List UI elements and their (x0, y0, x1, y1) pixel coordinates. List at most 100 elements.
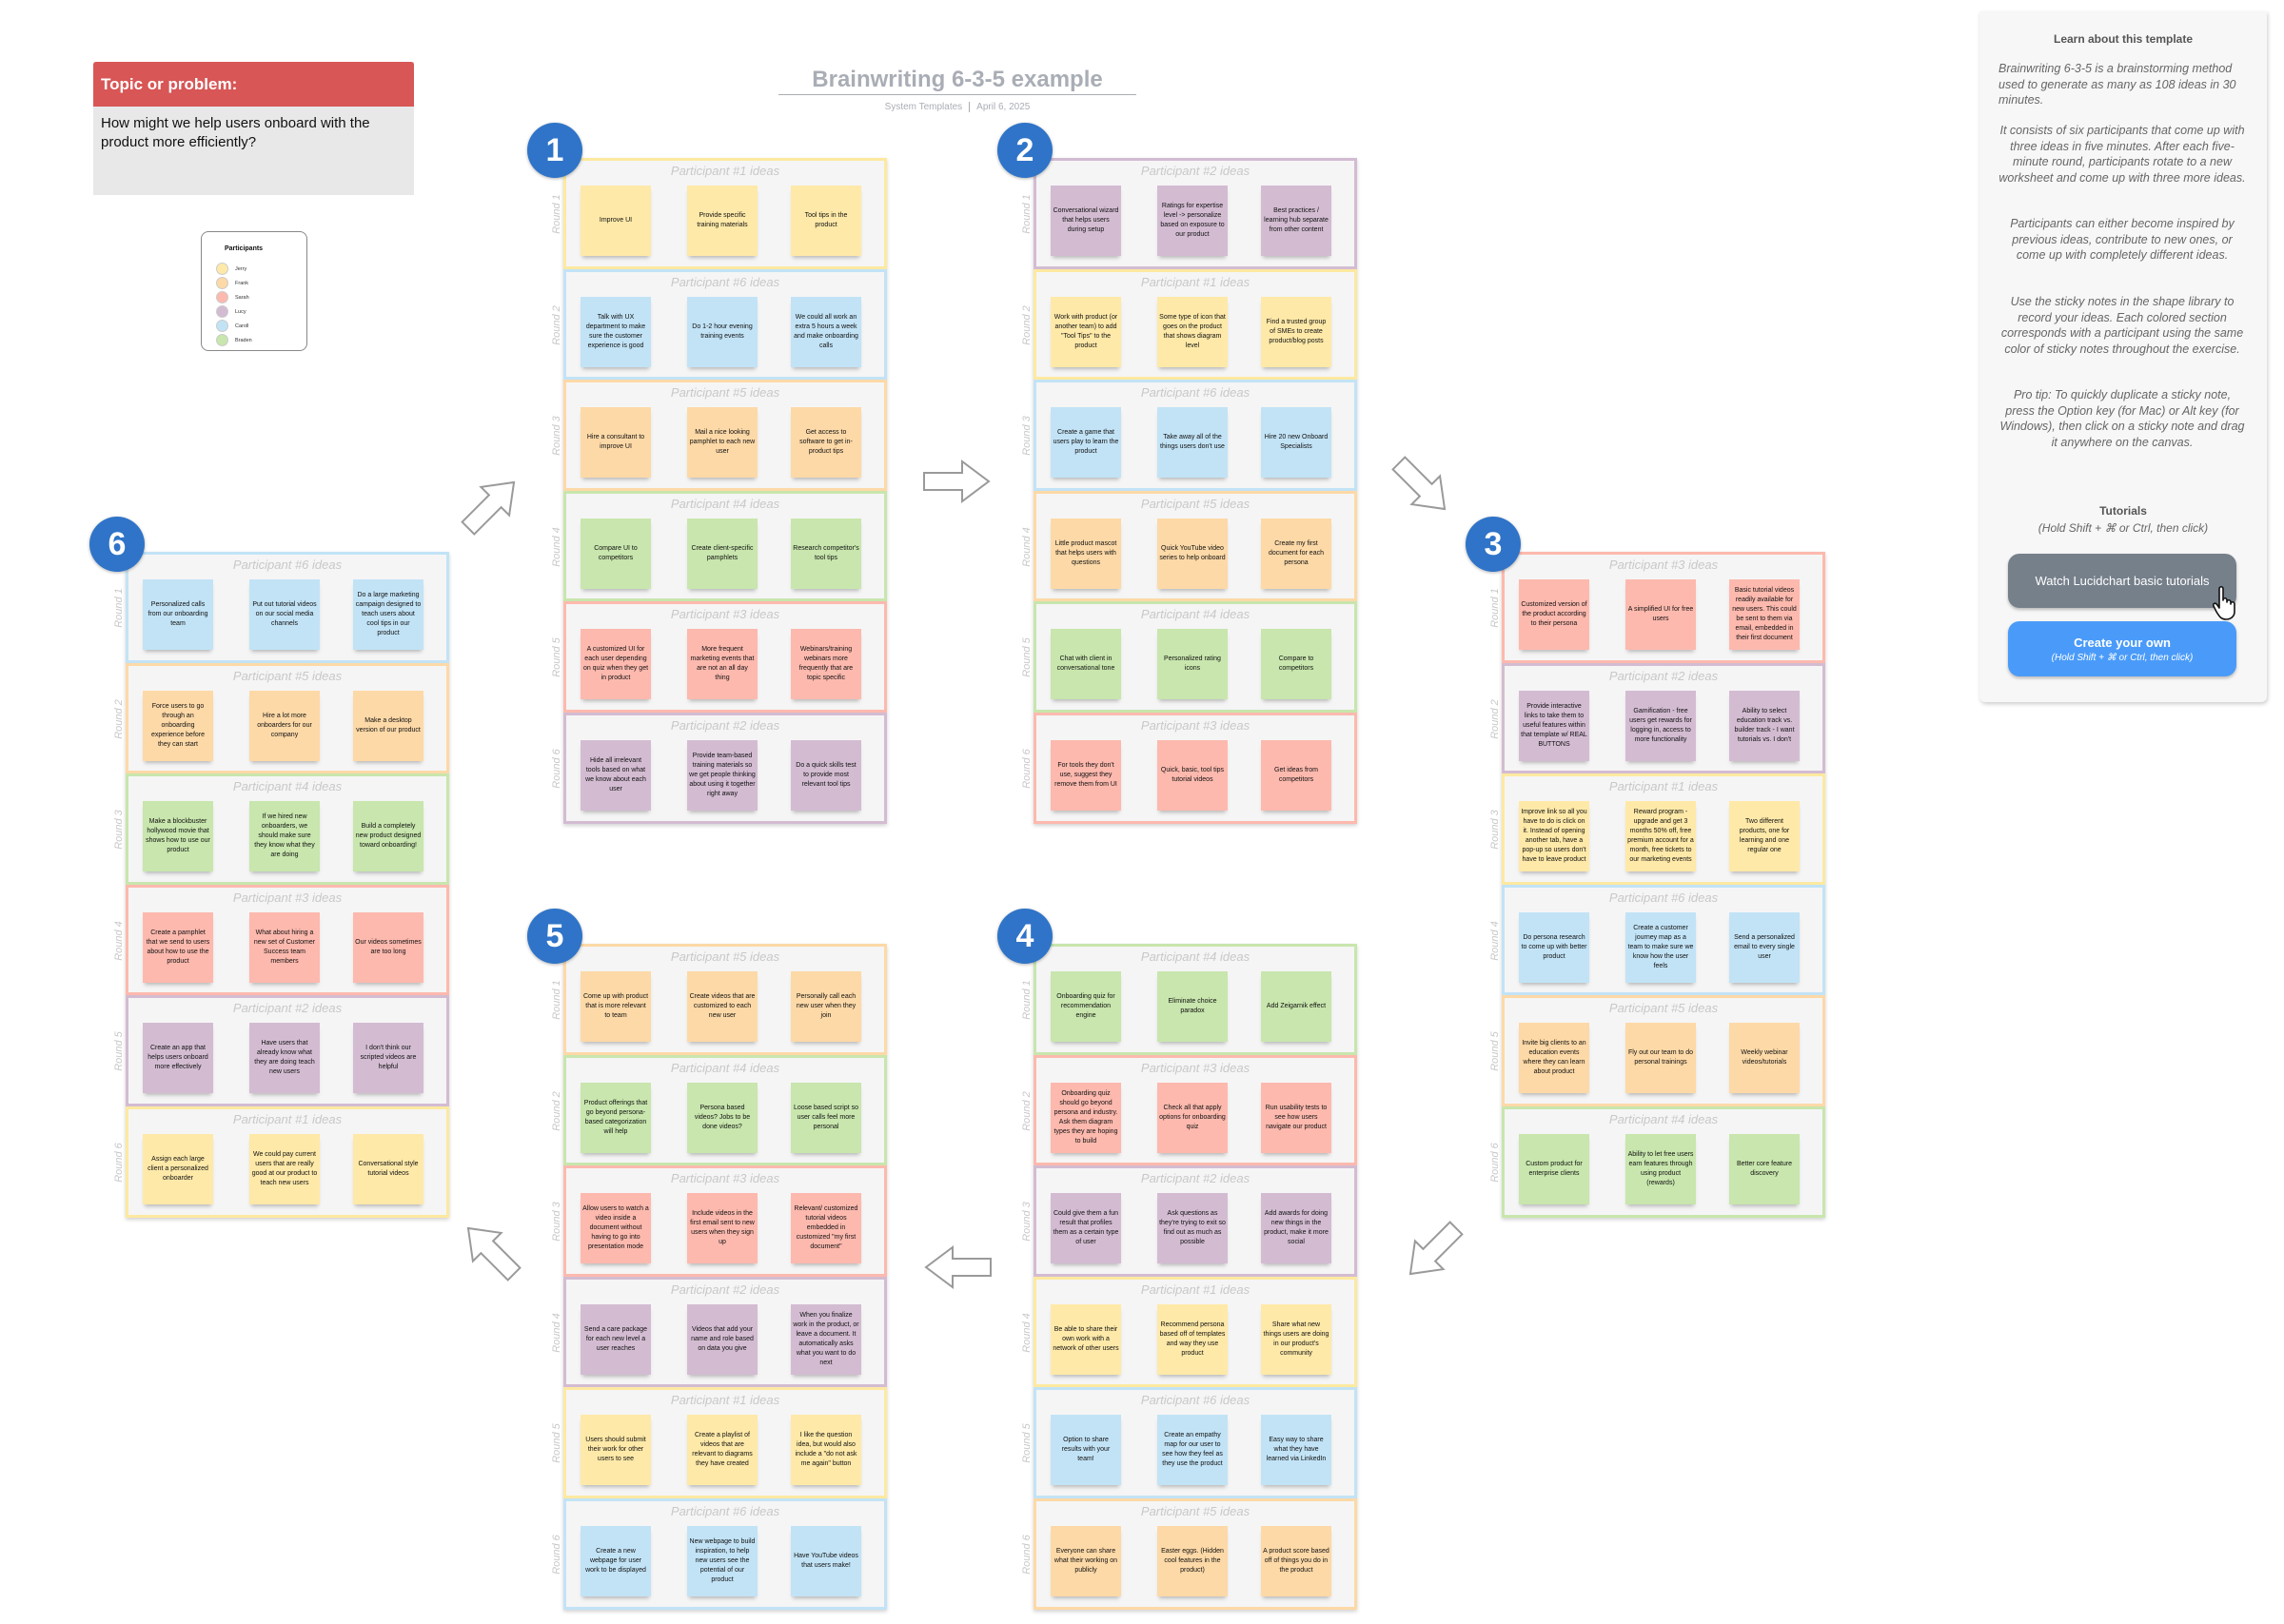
sticky-note[interactable]: Personalized rating icons (1157, 629, 1228, 700)
sticky-note[interactable]: Loose based script so user calls feel mo… (791, 1082, 861, 1153)
sticky-note[interactable]: Gamification - free users get rewards fo… (1625, 690, 1696, 761)
sticky-note[interactable]: A product score based off of things you … (1261, 1526, 1331, 1596)
sticky-note[interactable]: Build a completely new product designed … (353, 801, 423, 872)
sticky-note[interactable]: Persona based videos? Jobs to be done vi… (687, 1082, 758, 1153)
sticky-note[interactable]: Improve link so all you have to do is cl… (1519, 801, 1589, 872)
sticky-note[interactable]: Send a care package for each new level a… (581, 1303, 651, 1375)
sticky-note[interactable]: Mail a nice looking pamphlet to each new… (687, 407, 758, 479)
sticky-note[interactable]: A customized UI for each user depending … (581, 629, 651, 700)
sticky-note[interactable]: Take away all of the things users don't … (1157, 407, 1228, 479)
sticky-note[interactable]: Quick, basic, tool tips tutorial videos (1157, 740, 1228, 811)
sticky-note[interactable]: Ask questions as they're trying to exit … (1157, 1193, 1228, 1264)
sticky-note[interactable]: Hire 20 new Onboard Specialists (1261, 407, 1331, 479)
sticky-note[interactable]: Easy way to share what they have learned… (1261, 1415, 1331, 1486)
sticky-note[interactable]: Invite big clients to an education event… (1519, 1023, 1589, 1094)
sticky-note[interactable]: Conversational wizard that helps users d… (1051, 186, 1121, 256)
sticky-note[interactable]: Could give them a fun result that profil… (1051, 1193, 1121, 1264)
sticky-note[interactable]: Allow users to watch a video inside a do… (581, 1193, 651, 1264)
sticky-note[interactable]: What about hiring a new set of Customer … (249, 911, 320, 983)
sticky-note[interactable]: Create my first document for each person… (1261, 518, 1331, 589)
sticky-note[interactable]: Add awards for doing new things in the p… (1261, 1193, 1331, 1264)
sticky-note[interactable]: Have YouTube videos that users make! (791, 1526, 861, 1596)
sticky-note[interactable]: When you finalize work in the product, o… (791, 1303, 861, 1375)
sticky-note[interactable]: Better core feature discovery (1729, 1134, 1800, 1204)
sticky-note[interactable]: Do persona research to come up with bett… (1519, 911, 1589, 983)
sticky-note[interactable]: Recommend persona based off of templates… (1157, 1303, 1228, 1375)
sticky-note[interactable]: Hide all irrelevant tools based on what … (581, 740, 651, 811)
sticky-note[interactable]: Eliminate choice paradox (1157, 971, 1228, 1042)
sticky-note[interactable]: Some type of icon that goes on the produ… (1157, 296, 1228, 367)
sticky-note[interactable]: Custom product for enterprise clients (1519, 1134, 1589, 1204)
sticky-note[interactable]: Compare UI to competitors (581, 518, 651, 589)
sticky-note[interactable]: Include videos in the first email sent t… (687, 1193, 758, 1264)
watch-tutorials-button[interactable]: Watch Lucidchart basic tutorials (2008, 554, 2236, 608)
sticky-note[interactable]: Tool tips in the product (791, 186, 861, 256)
sticky-note[interactable]: Onboarding quiz for recommendation engin… (1051, 971, 1121, 1042)
sticky-note[interactable]: Be able to share their own work with a n… (1051, 1303, 1121, 1375)
sticky-note[interactable]: We could pay current users that are real… (249, 1134, 320, 1204)
sticky-note[interactable]: Hire a consultant to improve UI (581, 407, 651, 479)
sticky-note[interactable]: Improve UI (581, 186, 651, 256)
sticky-note[interactable]: A simplified UI for free users (1625, 579, 1696, 650)
sticky-note[interactable]: Hire a lot more onboarders for our compa… (249, 690, 320, 761)
sticky-note[interactable]: Find a trusted group of SMEs to create p… (1261, 296, 1331, 367)
sticky-note[interactable]: Create a game that users play to learn t… (1051, 407, 1121, 479)
sticky-note[interactable]: Personally call each new user when they … (791, 971, 861, 1042)
sticky-note[interactable]: Personalized calls from our onboarding t… (143, 579, 213, 650)
sticky-note[interactable]: Provide interactive links to take them t… (1519, 690, 1589, 761)
sticky-note[interactable]: Get ideas from competitors (1261, 740, 1331, 811)
sticky-note[interactable]: Best practices / learning hub separate f… (1261, 186, 1331, 256)
sticky-note[interactable]: Talk with UX department to make sure the… (581, 296, 651, 367)
sticky-note[interactable]: Conversational style tutorial videos (353, 1134, 423, 1204)
sticky-note[interactable]: Have users that already know what they a… (249, 1023, 320, 1094)
sticky-note[interactable]: Everyone can share what their working on… (1051, 1526, 1121, 1596)
sticky-note[interactable]: Easter eggs. (Hidden cool features in th… (1157, 1526, 1228, 1596)
sticky-note[interactable]: Create a playlist of videos that are rel… (687, 1415, 758, 1486)
sticky-note[interactable]: Make a blockbuster hollywood movie that … (143, 801, 213, 872)
sticky-note[interactable]: New webpage to build inspiration, to hel… (687, 1526, 758, 1596)
sticky-note[interactable]: Fly out our team to do personal training… (1625, 1023, 1696, 1094)
sticky-note[interactable]: Send a personalized email to every singl… (1729, 911, 1800, 983)
sticky-note[interactable]: Our videos sometimes are too long (353, 911, 423, 983)
sticky-note[interactable]: More frequent marketing events that are … (687, 629, 758, 700)
sticky-note[interactable]: Do a large marketing campaign designed t… (353, 579, 423, 650)
sticky-note[interactable]: I don't think our scripted videos are he… (353, 1023, 423, 1094)
sticky-note[interactable]: Customized version of the product accord… (1519, 579, 1589, 650)
sticky-note[interactable]: Add Zeigarnik effect (1261, 971, 1331, 1042)
sticky-note[interactable]: Quick YouTube video series to help onboa… (1157, 518, 1228, 589)
sticky-note[interactable]: Create a pamphlet that we send to users … (143, 911, 213, 983)
sticky-note[interactable]: Work with product (or another team) to a… (1051, 296, 1121, 367)
sticky-note[interactable]: Share what new things users are doing in… (1261, 1303, 1331, 1375)
sticky-note[interactable]: Ability to let free users earn features … (1625, 1134, 1696, 1204)
sticky-note[interactable]: Research competitor's tool tips (791, 518, 861, 589)
sticky-note[interactable]: Get access to software to get in-product… (791, 407, 861, 479)
sticky-note[interactable]: Do 1-2 hour evening training events (687, 296, 758, 367)
sticky-note[interactable]: Basic tutorial videos readily available … (1729, 579, 1800, 650)
sticky-note[interactable]: I like the question idea, but would also… (791, 1415, 861, 1486)
sticky-note[interactable]: If we hired new onboarders, we should ma… (249, 801, 320, 872)
sticky-note[interactable]: Relevant/ customized tutorial videos emb… (791, 1193, 861, 1264)
sticky-note[interactable]: Run usability tests to see how users nav… (1261, 1082, 1331, 1153)
sticky-note[interactable]: Assign each large client a personalized … (143, 1134, 213, 1204)
sticky-note[interactable]: Check all that apply options for onboard… (1157, 1082, 1228, 1153)
sticky-note[interactable]: Ability to select education track vs. bu… (1729, 690, 1800, 761)
sticky-note[interactable]: Make a desktop version of our product (353, 690, 423, 761)
sticky-note[interactable]: Weekly webinar videos/tutorials (1729, 1023, 1800, 1094)
sticky-note[interactable]: Create an empathy map for our user to se… (1157, 1415, 1228, 1486)
sticky-note[interactable]: Create videos that are customized to eac… (687, 971, 758, 1042)
sticky-note[interactable]: Reward program - upgrade and get 3 month… (1625, 801, 1696, 872)
sticky-note[interactable]: Force users to go through an onboarding … (143, 690, 213, 761)
sticky-note[interactable]: Users should submit their work for other… (581, 1415, 651, 1486)
sticky-note[interactable]: Product offerings that go beyond persona… (581, 1082, 651, 1153)
sticky-note[interactable]: Provide specific training materials (687, 186, 758, 256)
sticky-note[interactable]: Compare to competitors (1261, 629, 1331, 700)
sticky-note[interactable]: Chat with client in conversational tone (1051, 629, 1121, 700)
sticky-note[interactable]: For tools they don't use, suggest they r… (1051, 740, 1121, 811)
sticky-note[interactable]: Little product mascot that helps users w… (1051, 518, 1121, 589)
sticky-note[interactable]: Two different products, one for learning… (1729, 801, 1800, 872)
sticky-note[interactable]: Videos that add your name and role based… (687, 1303, 758, 1375)
sticky-note[interactable]: Put out tutorial videos on our social me… (249, 579, 320, 650)
sticky-note[interactable]: We could all work an extra 5 hours a wee… (791, 296, 861, 367)
sticky-note[interactable]: Option to share results with your team! (1051, 1415, 1121, 1486)
sticky-note[interactable]: Create client-specific pamphlets (687, 518, 758, 589)
